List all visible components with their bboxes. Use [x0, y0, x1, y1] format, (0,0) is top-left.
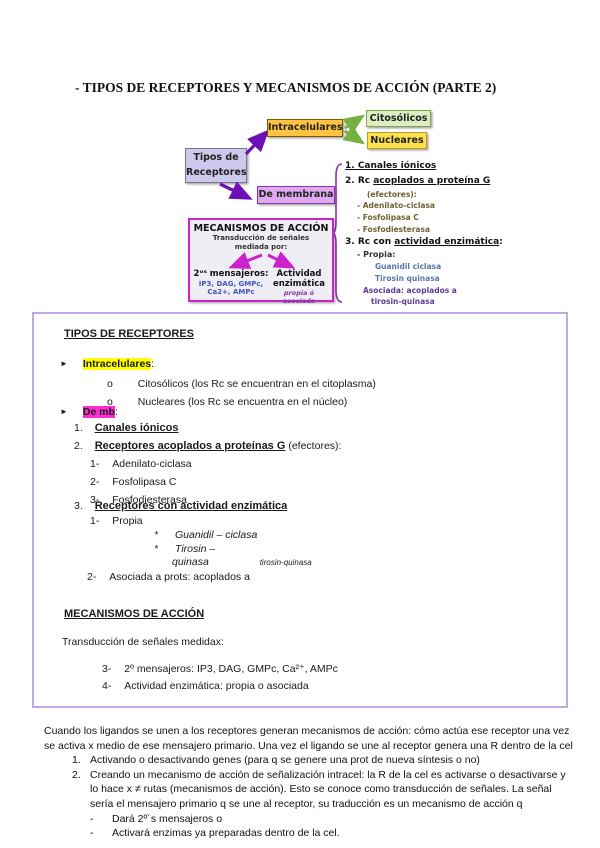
list-rc-proteina-g: 2. Rc acoplados a proteína G	[345, 176, 491, 186]
row-mensajeros: 3- 2º mensajeros: IP3, DAG, GMPc, Ca²⁺, …	[102, 663, 338, 675]
mensajeros-line1: IP3, DAG, GMPc,	[198, 279, 264, 288]
receptor-types-diagram: Tipos de Receptores Intracelulares Citos…	[0, 106, 600, 306]
footer-item-2: 2. Creando un mecanismo de acción de señ…	[72, 768, 566, 810]
node-intracelulares: Intracelulares	[267, 119, 343, 137]
arrow-tipos-to-intracelulares-icon	[244, 129, 270, 156]
list-efectores: (efectores):	[367, 190, 417, 199]
node-tipos-de-receptores: Tipos de Receptores	[185, 148, 247, 183]
quinasa-side-note: tirosin-quinasa	[259, 558, 312, 567]
list-propia: - Propia:	[357, 250, 396, 259]
notes-panel: TIPOS DE RECEPTORES ► Intracelulares: o …	[32, 312, 568, 708]
circle-bullet-icon: o	[107, 396, 113, 408]
row-transduccion: Transducción de señales medidax:	[62, 636, 224, 648]
arrow-bullet-icon: ►	[60, 359, 68, 368]
de-mb-highlight: De mb	[82, 406, 115, 418]
list-fosfodiesterasa: - Fosfodiesterasa	[357, 225, 431, 234]
dash-bullet-icon: -	[90, 812, 94, 825]
node-de-membrana: De membrana	[257, 186, 335, 204]
row-citosolicos: o Citosólicos (los Rc se encuentran en e…	[107, 378, 376, 390]
arrow-tipos-to-membrana-icon	[219, 181, 253, 200]
row-quinasa: quinasa tirosin-quinasa	[172, 556, 312, 568]
list-asociada: Asociada: acoplados a	[363, 286, 457, 295]
row-adenilato: 1- Adenilato-ciclasa	[90, 458, 192, 470]
row-canales: 1. Canales iónicos	[74, 422, 179, 434]
row-nucleares: o Nucleares (los Rc se encuentra en el n…	[107, 396, 348, 408]
dash-bullet-icon: -	[90, 827, 94, 840]
list-guanidil: Guanidil ciclasa	[375, 262, 442, 271]
row-guanidil: * Guanidil – ciclasa	[154, 529, 258, 541]
intracelulares-highlight: Intracelulares	[82, 358, 152, 370]
notes-heading-mecanismos: MECANISMOS DE ACCIÓN	[64, 608, 205, 620]
mecanismos-box-sub1: Transducción de señales	[212, 234, 310, 242]
actividad-line2: enzimática	[272, 278, 326, 289]
star-bullet-icon: *	[154, 543, 159, 555]
footer-dash-1: - Dará 2º´s mensajeros o	[90, 812, 223, 825]
mecanismos-box-sub2: mediada por:	[234, 243, 288, 251]
row-receptores-g: 2. Receptores acoplados a proteínas G (e…	[74, 440, 342, 452]
star-bullet-icon: *	[154, 529, 159, 541]
row-de-mb: ► De mb:	[60, 406, 118, 418]
row-actividad: 4- Actividad enzimática: propia o asocia…	[102, 680, 309, 692]
arrows-intracelulares-branch-icon	[342, 114, 365, 145]
footer-paragraph: Cuando los ligandos se unen a los recept…	[44, 725, 573, 752]
footer-item-1: 1. Activando o desactivando genes (para …	[72, 754, 480, 767]
mecanismos-left-column: 2ᵒˢ mensajeros: IP3, DAG, GMPc, Ca2+, AM…	[192, 269, 270, 297]
row-tirosin: * Tirosin –	[154, 543, 216, 555]
footer-notes: Cuando los ligandos se unen a los recept…	[44, 724, 574, 841]
node-tipos-line2: Receptores	[186, 167, 247, 178]
row-receptores-enz: 3. Receptores con actividad enzimática	[74, 500, 288, 512]
node-citosolicos: Citosólicos	[366, 110, 431, 127]
row-asociada: 2- Asociada a prots: acoplados a	[87, 571, 250, 583]
mecanismos-box-title: MECANISMOS DE ACCIÓN	[193, 223, 329, 234]
mensajeros-line2: Ca2+, AMPc	[207, 288, 255, 296]
actividad-line1: Actividad	[276, 269, 322, 279]
notes-heading-tipos: TIPOS DE RECEPTORES	[64, 328, 194, 340]
row-fosfolipasa: 2- Fosfolipasa C	[90, 476, 177, 488]
list-actividad-enzimatica: 3. Rc con actividad enzimática:	[345, 237, 503, 247]
circle-bullet-icon: o	[107, 378, 113, 390]
node-nucleares: Nucleares	[367, 132, 427, 149]
list-tirosin-quinasa: tirosin-quinasa	[371, 297, 435, 306]
list-canales-ionicos: 1. Canales iónicos	[345, 161, 437, 171]
row-intracelulares: ► Intracelulares:	[60, 358, 155, 370]
list-tirosin: Tirosin quinasa	[375, 274, 440, 283]
row-propia: 1- Propia	[90, 515, 143, 527]
footer-dash-2: - Activará enzimas ya preparadas dentro …	[90, 827, 340, 840]
mecanismos-de-accion-box: MECANISMOS DE ACCIÓN Transducción de señ…	[188, 218, 334, 305]
list-fosfolipasa: - Fosfolipasa C	[357, 213, 419, 222]
list-adenilato: - Adenilato-ciclasa	[357, 201, 435, 210]
arrow-bullet-icon: ►	[60, 407, 68, 416]
row-fosfodiesterasa: 3- Fosfodiesterasa	[90, 494, 187, 506]
node-tipos-line1: Tipos de	[193, 152, 239, 163]
arrows-mediada-por-icon	[228, 252, 296, 269]
page-title: - TIPOS DE RECEPTORES Y MECANISMOS DE AC…	[75, 80, 497, 95]
segundos-mensajeros-label: 2ᵒˢ mensajeros:	[193, 269, 269, 279]
actividad-sub: propia ó asociada	[282, 289, 316, 305]
mecanismos-right-column: Actividad enzimática propia ó asociada	[270, 269, 328, 305]
